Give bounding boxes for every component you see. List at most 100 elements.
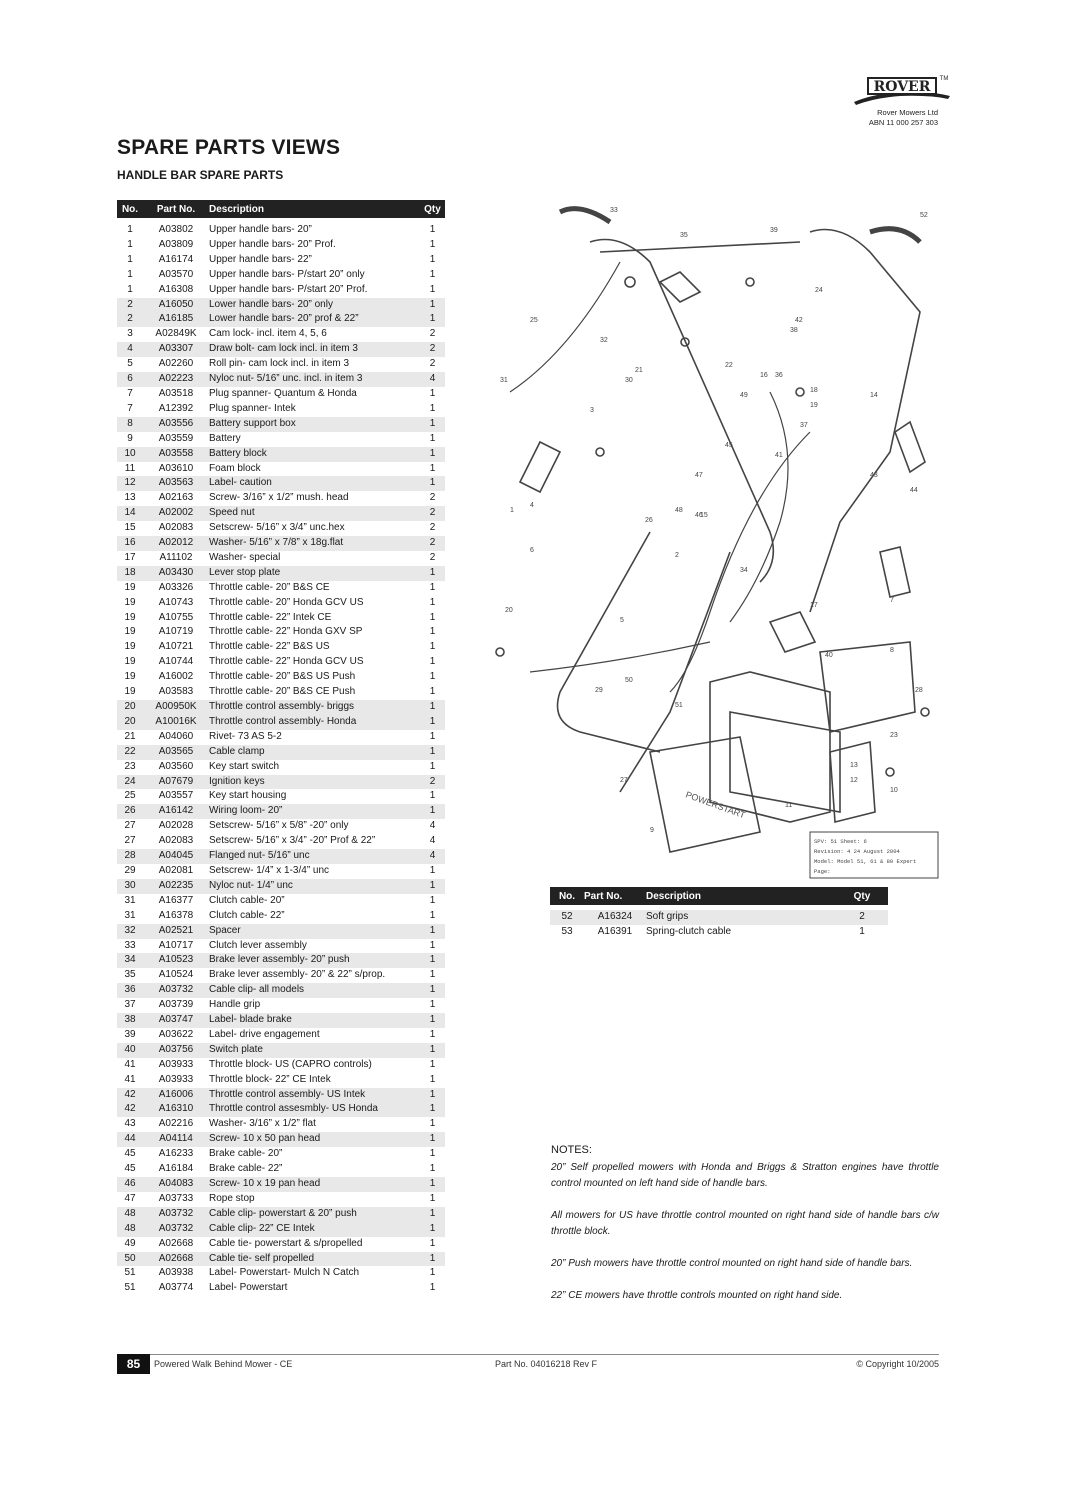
cell-description: Cable clip- powerstart & 20” push [209,1206,420,1222]
cell-quantity: 1 [420,878,445,894]
callout-number: 5 [620,617,624,624]
cell-part-number: A03732 [143,983,209,999]
cell-item-number: 51 [124,1267,136,1279]
cell-description: Nyloc nut- 5/16” unc. incl. in item 3 [209,372,420,387]
handle-grip-right [869,226,922,244]
cell-item-number: 39 [124,1028,136,1040]
cell-part-number: A02083 [158,522,194,534]
cell-item-number: 7 [127,402,133,414]
cell-quantity: 1 [429,864,436,876]
logo-trademark-text: TM [940,76,949,82]
cell-part-number: A02521 [143,923,209,939]
cell-description: Throttle control assembly- briggs [209,700,420,715]
cell-item-number: 19 [124,671,136,683]
callout-number: 17 [810,602,818,609]
footer-divider [150,1354,939,1355]
switch-plate-bracket [819,641,916,733]
flanged-nut [885,767,895,777]
cell-quantity: 1 [420,923,445,939]
cell-part-number: A07679 [143,774,209,790]
nyloc-nut [680,337,690,347]
callout-number: 3 [590,407,594,414]
footer-part-number: Part No. 04016218 Rev F [495,1359,598,1369]
cell-item-number: 24 [117,774,143,790]
cell-part-number: A03560 [158,760,194,772]
cell-description: Lever stop plate [209,565,420,581]
cell-item-number: 29 [124,864,136,876]
cell-item-number: 3 [127,328,133,340]
cell-quantity: 1 [420,297,445,313]
cell-quantity: 1 [429,581,436,593]
notes-section: NOTES: 20” Self propelled mowers with Ho… [551,1144,939,1320]
cell-part-number: A03326 [158,581,194,593]
cell-item-number: 19 [124,581,136,593]
cell-item-number: 41 [124,1058,136,1070]
section-title: HANDLE BAR SPARE PARTS [117,168,284,182]
cell-description: Key start switch [209,760,280,772]
cell-part-number: A16002 [158,671,194,683]
cell-description: Throttle cable- 20” B&S CE [209,581,330,593]
cell-quantity: 1 [429,969,436,981]
cell-description: Upper handle bars- 22” [209,253,312,265]
cell-part-number: A03563 [143,476,209,492]
title-block-line-4: Page: [814,868,831,875]
battery [729,711,841,813]
cell-description: Flanged nut- 5/16” unc [209,849,420,864]
cell-description: Throttle cable- 20” B&S CE Push [209,686,356,698]
clutch-lever [658,271,702,303]
cell-description: Spacer [209,923,420,939]
cell-quantity: 1 [429,1058,436,1070]
cell-item-number: 21 [124,730,136,742]
callout-number: 14 [870,392,878,399]
cell-part-number: A00950K [143,700,209,715]
cell-description: Draw bolt- cam lock incl. in item 3 [209,342,420,358]
cell-item-number: 1 [127,224,133,235]
cell-item-number: 43 [124,1118,136,1130]
col-header-no: No. [117,200,143,218]
cell-quantity: 2 [429,358,436,370]
cell-description: Label- drive engagement [209,1028,320,1040]
col-header-part: Part No. [584,887,646,905]
cell-quantity: 1 [420,1042,445,1058]
cell-item-number: 49 [124,1237,136,1249]
cell-part-number: A16050 [143,297,209,313]
cell-part-number: A10721 [158,641,194,653]
cell-part-number: A04045 [143,849,209,864]
cell-part-number: A03622 [158,1028,194,1040]
brake-lever [518,440,562,494]
cell-description: Ignition keys [209,774,420,790]
setscrew [495,647,505,657]
cell-quantity: 2 [420,506,445,522]
cam-lock [768,611,817,653]
callout-number: 27 [620,777,628,784]
cell-quantity: 4 [420,372,445,387]
cell-quantity: 1 [429,387,436,399]
callout-number: 47 [695,472,703,479]
cell-part-number: A16324 [584,910,646,925]
cell-item-number: 19 [124,641,136,653]
cell-item-number: 42 [117,1087,143,1103]
callout-number: 18 [810,387,818,394]
cell-item-number: 16 [117,536,143,551]
cell-part-number: A02028 [158,820,194,832]
cell-item-number: 19 [124,656,136,668]
cell-quantity: 1 [429,760,436,772]
cell-item-number: 53 [561,925,573,937]
callout-number: 43 [870,472,878,479]
cell-item-number: 9 [127,432,133,444]
